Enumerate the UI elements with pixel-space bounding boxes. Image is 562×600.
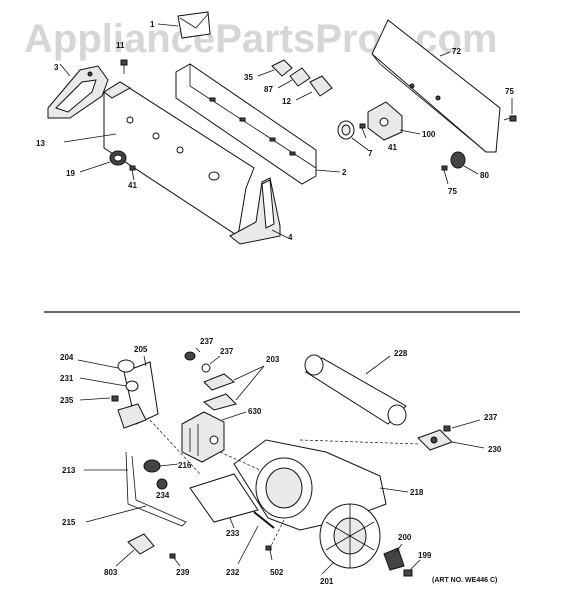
part-7-knob (337, 120, 355, 140)
part-87-clip (289, 67, 311, 87)
callout-19: 19 (66, 169, 75, 178)
part-803-terminal (127, 533, 155, 555)
callout-213: 213 (62, 466, 76, 475)
callout-239: 239 (176, 568, 190, 577)
part-35-clip (271, 59, 293, 77)
callout-100: 100 (422, 130, 436, 139)
part-237-screw-a (184, 351, 196, 361)
part-205-bracket (117, 361, 159, 429)
callout-204: 204 (60, 353, 74, 362)
callout-41-left: 41 (128, 181, 137, 190)
callout-35: 35 (244, 73, 253, 82)
part-1-envelope (177, 11, 211, 39)
callout-72: 72 (452, 47, 461, 56)
part-3-end-cap (47, 65, 109, 119)
callout-803: 803 (104, 568, 118, 577)
part-13-control-panel (103, 81, 255, 237)
callout-75-bottom: 75 (448, 187, 457, 196)
callout-2: 2 (342, 168, 347, 177)
callout-3: 3 (54, 63, 59, 72)
callout-218: 218 (410, 488, 424, 497)
part-11-screw (120, 59, 128, 74)
callout-4: 4 (288, 233, 293, 242)
callout-232: 232 (226, 568, 240, 577)
part-4-end-cap (229, 177, 281, 245)
part-239-screw (169, 553, 176, 559)
callout-41-right: 41 (388, 143, 397, 152)
callout-200: 200 (398, 533, 412, 542)
callout-235: 235 (60, 396, 74, 405)
part-204-clip (117, 359, 135, 373)
part-237-screw-c (443, 425, 451, 432)
part-231-clip (125, 380, 139, 392)
callout-228: 228 (394, 349, 408, 358)
callout-13: 13 (36, 139, 45, 148)
part-19-knob (109, 150, 127, 166)
part-100-switch (367, 101, 403, 141)
callout-12: 12 (282, 97, 291, 106)
part-80-knob (450, 151, 466, 169)
callout-237-a: 237 (200, 337, 214, 346)
part-72-rear-plate (371, 19, 501, 153)
callout-1: 1 (150, 20, 155, 29)
callout-215: 215 (62, 518, 76, 527)
part-237-screw-b (201, 363, 211, 373)
part-230-thermostat (417, 429, 453, 451)
part-41-screw-top (359, 123, 367, 139)
part-235-screw (111, 395, 119, 402)
part-199-nut (403, 569, 413, 577)
callout-234: 234 (156, 491, 170, 500)
callout-11: 11 (116, 41, 125, 50)
part-216-pulley (143, 459, 161, 473)
callout-199: 199 (418, 551, 432, 560)
callout-237-c: 237 (484, 413, 498, 422)
part-41-screw-left (129, 165, 136, 181)
part-234-idler (156, 478, 168, 490)
callout-237-b: 237 (220, 347, 234, 356)
part-75-screw-bottom (441, 165, 449, 185)
callout-7: 7 (368, 149, 373, 158)
callout-230: 230 (488, 445, 502, 454)
callout-75-top: 75 (505, 87, 514, 96)
part-203-brackets (202, 373, 237, 411)
callout-80: 80 (480, 171, 489, 180)
part-75-screw-top (503, 115, 517, 122)
part-12-clip (309, 75, 333, 97)
callout-231: 231 (60, 374, 74, 383)
part-228-duct (304, 354, 407, 426)
part-201-blower-wheel (319, 503, 381, 569)
callout-502: 502 (270, 568, 284, 577)
part-2-rear-channel (175, 63, 317, 185)
part-232-rod (253, 511, 275, 529)
callout-203: 203 (266, 355, 280, 364)
callout-630: 630 (248, 407, 262, 416)
part-630-motor-switch (181, 411, 225, 463)
callout-87: 87 (264, 85, 273, 94)
part-213-belt (125, 451, 187, 527)
part-200-clamp (383, 547, 405, 571)
callout-201: 201 (320, 577, 334, 586)
part-502-screw (265, 545, 272, 551)
part-233-base (189, 473, 259, 523)
art-number: (ART NO. WE446 C) (432, 577, 497, 584)
callout-233: 233 (226, 529, 240, 538)
callout-216: 216 (178, 461, 192, 470)
callout-205: 205 (134, 345, 148, 354)
